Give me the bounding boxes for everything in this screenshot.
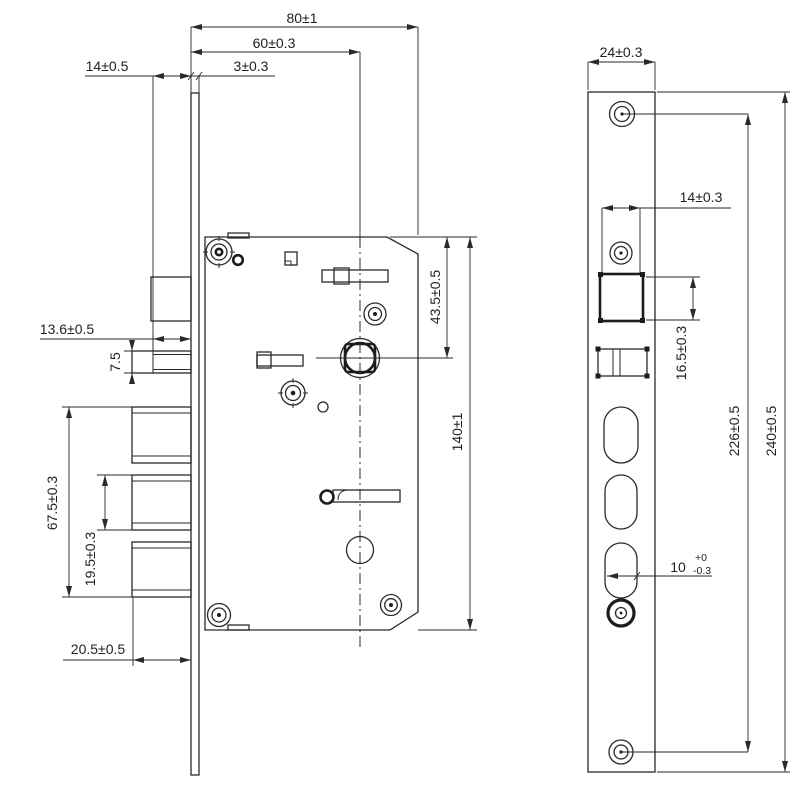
top-edge-tab bbox=[227, 232, 250, 239]
screw-post-bottom-left bbox=[206, 602, 232, 628]
dim-226-label: 226±0.5 bbox=[726, 406, 742, 457]
front-view bbox=[587, 91, 656, 773]
dim-7-5-label: 7.5 bbox=[107, 352, 123, 372]
hook-bolt-1 bbox=[131, 406, 192, 464]
dim-bottom-offset: 20.5±0.5 bbox=[63, 597, 191, 666]
dim-plate-height: 240±0.5 bbox=[657, 91, 790, 773]
side-view bbox=[131, 52, 453, 776]
dim-10-tol-lower: -0.3 bbox=[693, 565, 711, 577]
dim-latch-projection: 14±0.5 3±0.3 bbox=[85, 58, 275, 350]
dim-10-label: 10 bbox=[670, 559, 686, 575]
screw-post-top-left bbox=[203, 236, 235, 268]
dim-20-5-label: 20.5±0.5 bbox=[71, 641, 126, 657]
dim-body-height: 140±1 bbox=[418, 237, 477, 631]
dim-67-5-label: 67.5±0.3 bbox=[44, 476, 60, 531]
dim-14b-label: 14±0.3 bbox=[680, 189, 723, 205]
dim-140-label: 140±1 bbox=[449, 412, 465, 451]
slot-3 bbox=[604, 542, 638, 599]
dim-cutout-width: 14±0.3 bbox=[601, 189, 731, 273]
screw-hole-lower-bold bbox=[606, 598, 636, 628]
latch-bolt bbox=[131, 350, 192, 374]
dim-bolt-pitch: 19.5±0.3 bbox=[82, 474, 132, 587]
dim-latch-height: 7.5 bbox=[107, 340, 150, 384]
dim-19-5-label: 19.5±0.3 bbox=[82, 532, 98, 587]
side-view-dimensions: 80±1 60±0.3 14±0.5 3±0.3 13.6±0.5 7.5 bbox=[40, 10, 477, 666]
dim-16-5-label: 16.5±0.3 bbox=[673, 326, 689, 381]
pin-circle-top bbox=[231, 253, 245, 267]
deadbolt-block bbox=[150, 276, 192, 322]
dim-slot-width: 10 +0 -0.3 bbox=[607, 552, 712, 581]
dim-43-5-label: 43.5±0.5 bbox=[427, 270, 443, 325]
latch-cutout bbox=[595, 346, 650, 379]
dim-14-label: 14±0.5 bbox=[86, 58, 129, 74]
dim-overall-depth: 80±1 bbox=[190, 10, 419, 235]
faceplate-front bbox=[587, 91, 656, 773]
dim-hub-to-top: 43.5±0.5 bbox=[390, 236, 477, 358]
dim-deadbolt-block: 13.6±0.5 bbox=[40, 321, 191, 351]
hook-bolt-3 bbox=[131, 541, 192, 598]
dim-bolt-span: 67.5±0.3 bbox=[44, 406, 132, 598]
dim-10-tol-upper: +0 bbox=[695, 552, 707, 564]
screw-post-upper-right bbox=[363, 302, 387, 326]
slot-2 bbox=[604, 474, 638, 530]
dim-3-label: 3±0.3 bbox=[234, 58, 269, 74]
screw-hole-upper bbox=[609, 241, 633, 265]
upper-slide-bar bbox=[321, 267, 389, 285]
lock-body-outline bbox=[204, 236, 419, 631]
lower-slide-bar bbox=[319, 489, 401, 505]
dim-240-label: 240±0.5 bbox=[763, 406, 779, 457]
dim-24-label: 24±0.3 bbox=[600, 44, 643, 60]
front-view-dimensions: 24±0.3 14±0.3 16.5±0.3 226±0.5 240±0.5 bbox=[587, 44, 790, 773]
dim-screw-spacing: 226±0.5 bbox=[621, 113, 751, 753]
faceplate-edge bbox=[190, 92, 200, 776]
dim-backset: 60±0.3 bbox=[191, 35, 360, 55]
deadbolt-cutout bbox=[598, 272, 645, 323]
dim-cutout-height: 16.5±0.3 bbox=[646, 276, 700, 381]
slot-1 bbox=[603, 406, 639, 464]
screw-post-center bbox=[278, 378, 308, 408]
small-hole bbox=[317, 401, 329, 413]
bottom-edge-tab bbox=[227, 624, 250, 631]
hook-bolt-2 bbox=[131, 474, 192, 531]
dim-60-label: 60±0.3 bbox=[253, 35, 296, 51]
screw-post-bottom-right bbox=[379, 593, 403, 617]
middle-slide-bar bbox=[256, 351, 304, 369]
dim-80-label: 80±1 bbox=[286, 10, 317, 26]
dim-plate-width: 24±0.3 bbox=[587, 44, 656, 90]
dim-13-6-label: 13.6±0.5 bbox=[40, 321, 95, 337]
latch-stop-piece bbox=[284, 251, 298, 266]
